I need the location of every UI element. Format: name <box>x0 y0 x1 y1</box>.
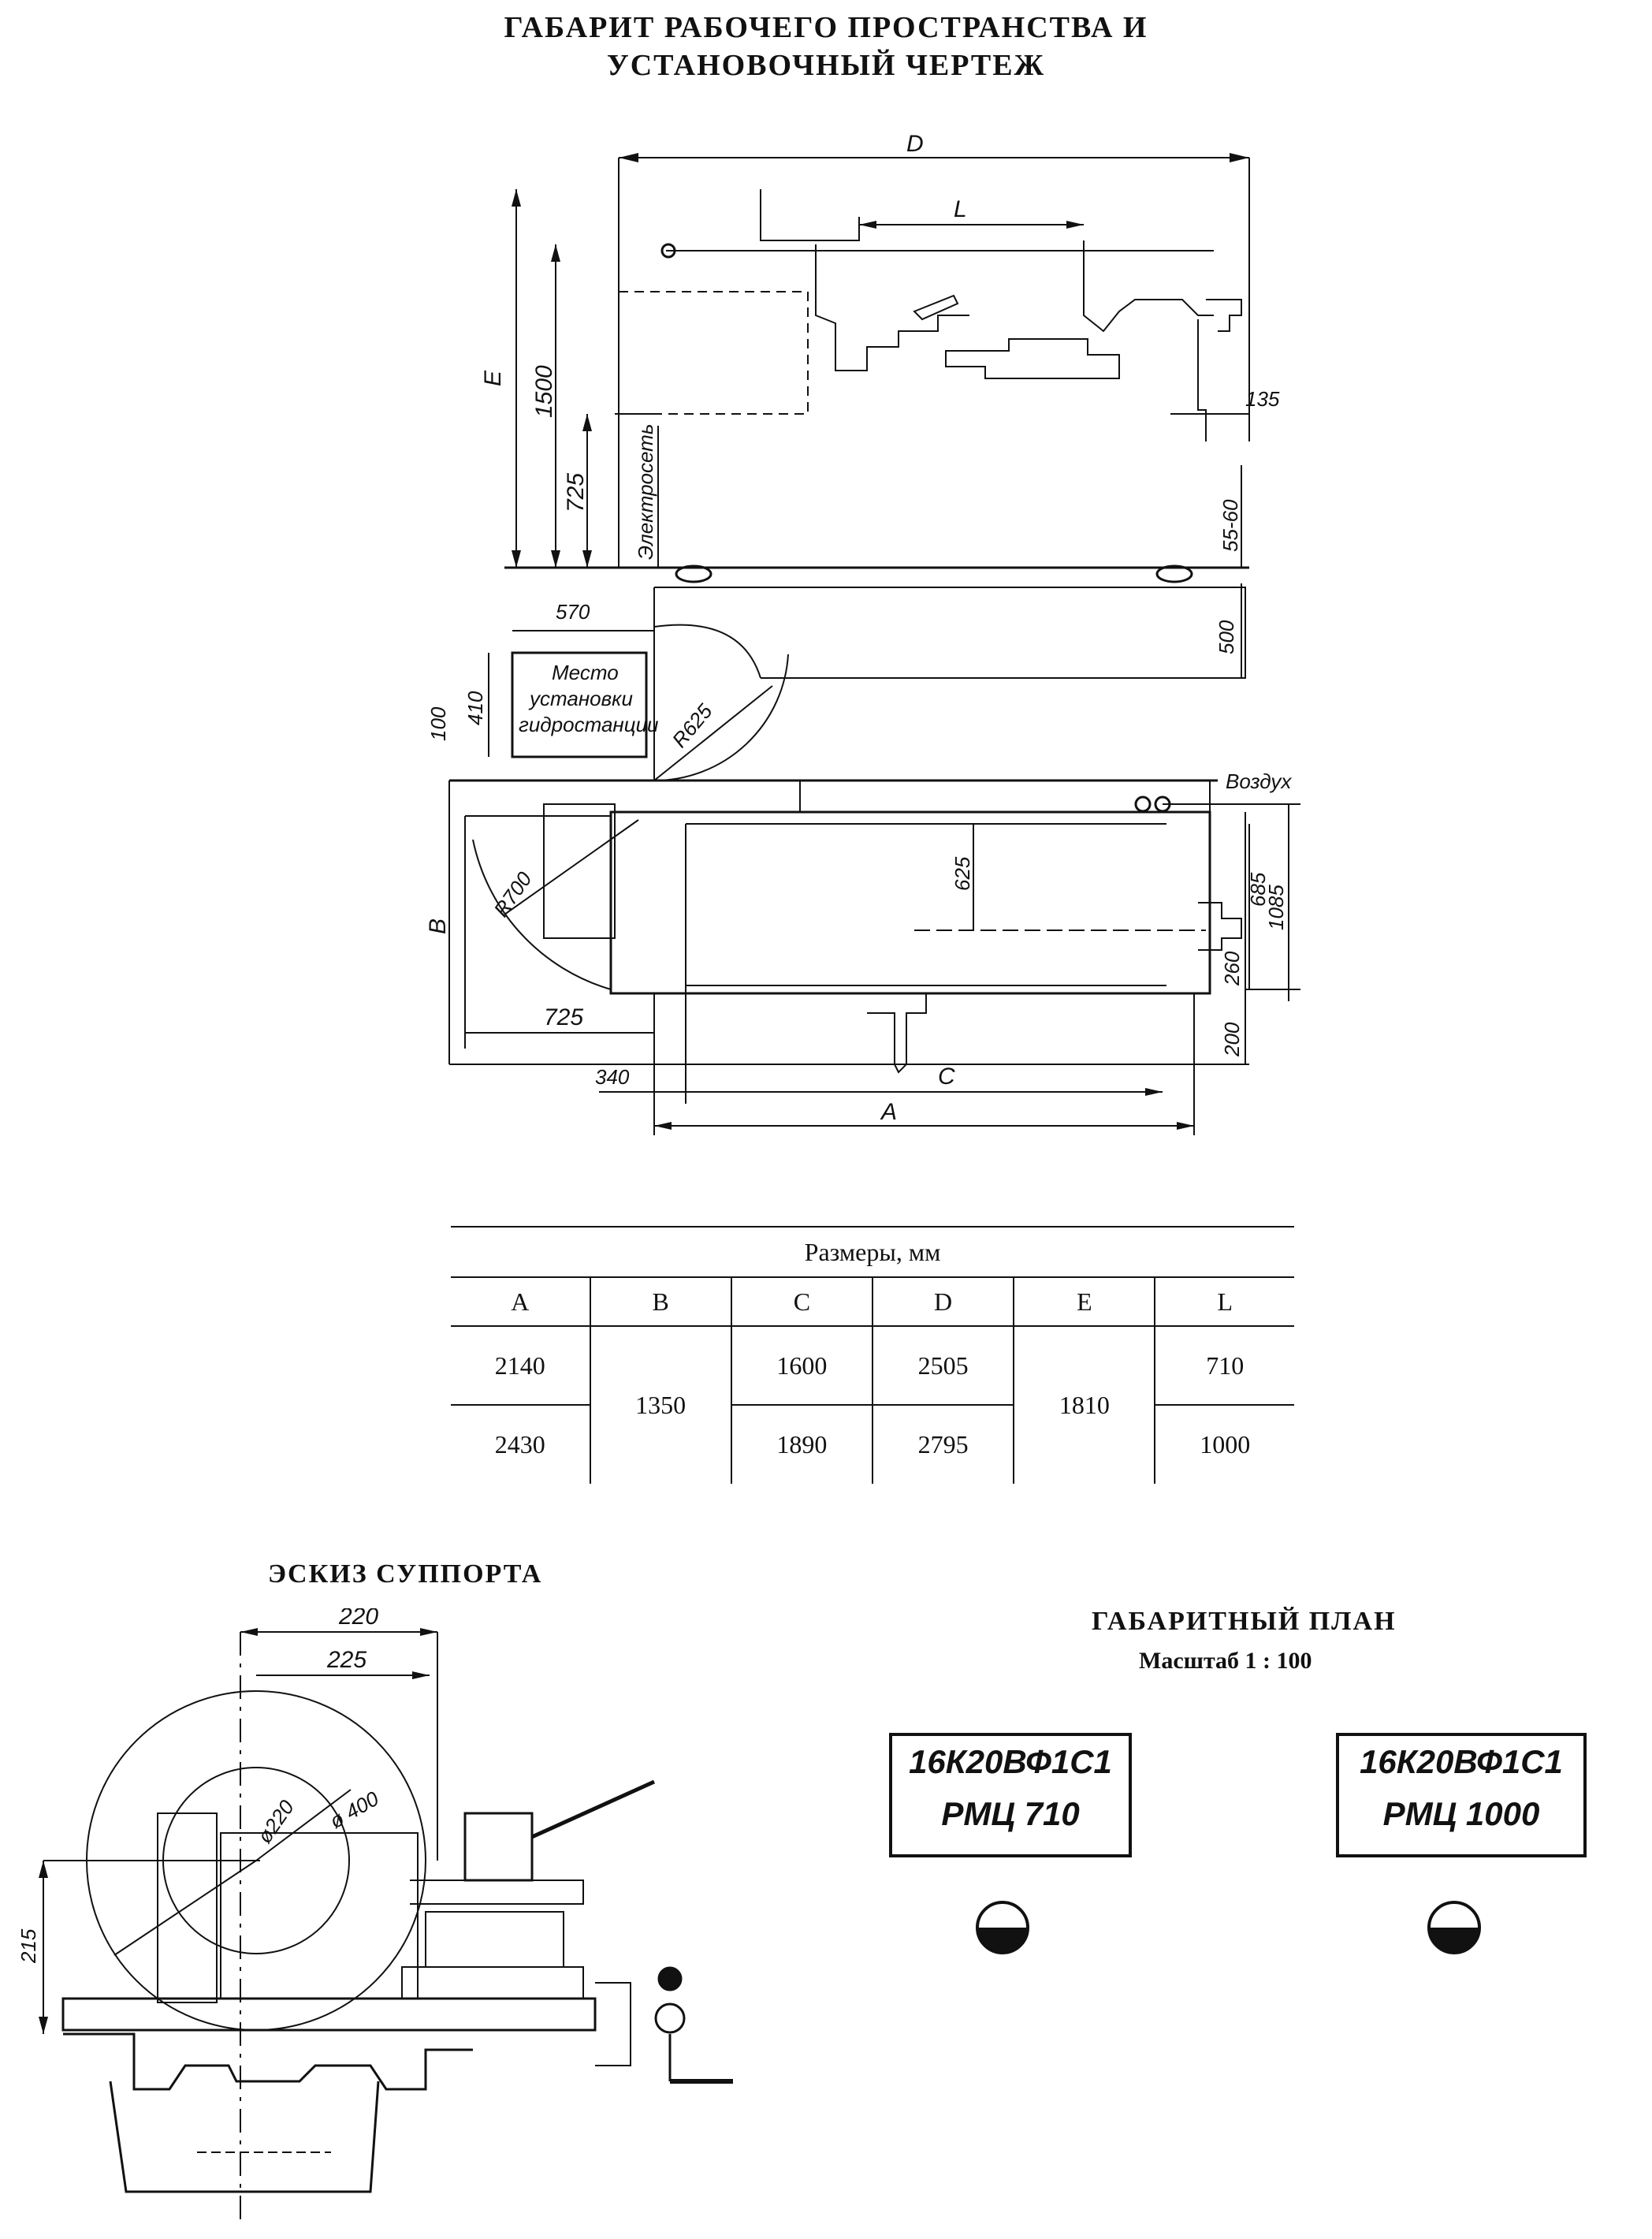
support-dia-400: ø 400 <box>326 1786 383 1833</box>
plan-scale: Масштаб 1 : 100 <box>1139 1648 1312 1674</box>
dim-340: 340 <box>595 1065 630 1089</box>
table-cell-L1: 710 <box>1155 1326 1294 1406</box>
bed-outline <box>609 810 1211 995</box>
dim-410: 410 <box>463 691 487 725</box>
plan-symbol-1000-icon <box>1427 1901 1481 1954</box>
dim-135: 135 <box>1245 387 1280 411</box>
dim-A: A <box>880 1099 897 1125</box>
dim-685: 685 <box>1246 872 1270 907</box>
support-dim-220: 220 <box>338 1608 378 1630</box>
support-dim-225: 225 <box>326 1647 366 1673</box>
air-inlet-icon <box>1134 795 1152 813</box>
dim-R625: R625 <box>668 699 717 752</box>
table-cell-A1: 2140 <box>451 1326 590 1406</box>
installation-drawing: D L E 1500 725 Электросеть 135 55-60 500… <box>425 131 1300 1135</box>
model-plate-1000-line2: РМЦ 1000 <box>1382 1795 1540 1832</box>
coolant-valve-icon <box>660 243 676 259</box>
plan-title: ГАБАРИТНЫЙ ПЛАН <box>1092 1607 1397 1636</box>
table-cell-B: 1350 <box>589 1326 732 1484</box>
model-plate-710-line1: 16К20ВФ1С1 <box>909 1743 1112 1780</box>
table-cell-C1: 1600 <box>731 1326 873 1406</box>
dim-L: L <box>954 196 967 222</box>
dim-R700: R700 <box>489 867 537 922</box>
hydro-label-3: гидростанции <box>519 713 659 736</box>
hydro-label-1: Место <box>552 661 619 684</box>
model-plate-1000: 16К20ВФ1С1 РМЦ 1000 <box>1336 1733 1587 1857</box>
hydro-label-2: установки <box>528 687 633 710</box>
table-cell-D2: 2795 <box>871 1405 1014 1484</box>
dim-260: 260 <box>1220 951 1244 986</box>
support-dim-215: 215 <box>17 1928 40 1964</box>
table-header-E: E <box>1013 1277 1155 1327</box>
foot-left-icon <box>675 564 713 583</box>
dim-1500: 1500 <box>531 365 557 418</box>
table-cell-L2: 1000 <box>1200 1430 1251 1459</box>
dim-1085: 1085 <box>1264 885 1288 930</box>
table-header-B: B <box>589 1277 731 1327</box>
table-cell-E: 1810 <box>1013 1326 1156 1484</box>
page-title-line1: ГАБАРИТ РАБОЧЕГО ПРОСТРАНСТВА И <box>504 11 1148 44</box>
dim-B: B <box>425 918 451 934</box>
model-plate-710-line2: РМЦ 710 <box>941 1795 1080 1832</box>
dial-knob-icon <box>657 1966 683 1991</box>
model-plate-1000-line1: 16К20ВФ1С1 <box>1360 1743 1563 1780</box>
page-title-line2: УСТАНОВОЧНЫЙ ЧЕРТЕЖ <box>606 49 1046 82</box>
dim-E: E <box>480 370 506 386</box>
support-dia-220: ø220 <box>252 1795 299 1847</box>
table-cell-A2: 2430 <box>494 1430 545 1459</box>
table-header-C: C <box>730 1277 873 1327</box>
dimensions-table: Размеры, мм A B C D E L 2140 1350 1600 2… <box>451 1226 1294 1484</box>
dim-200: 200 <box>1220 1022 1244 1057</box>
dim-D: D <box>906 131 924 157</box>
handwheel-icon <box>654 2002 686 2034</box>
cable-entry-label: Электросеть <box>634 423 657 560</box>
dim-C: C <box>938 1064 955 1090</box>
table-header-L: L <box>1154 1277 1294 1327</box>
plan-symbol-710-icon <box>976 1901 1029 1954</box>
table-header-D: D <box>871 1277 1014 1327</box>
dim-570: 570 <box>556 600 590 624</box>
dim-55-60: 55-60 <box>1219 499 1242 552</box>
support-sketch-title: ЭСКИЗ СУППОРТА <box>268 1559 543 1589</box>
table-caption: Размеры, мм <box>451 1226 1294 1278</box>
support-sketch: 220 225 ø220 ø 400 215 <box>17 1608 733 2223</box>
air-label: Воздух <box>1226 769 1292 793</box>
dim-625: 625 <box>951 856 974 891</box>
hydro-station-area <box>511 651 648 758</box>
dim-725-horizontal: 725 <box>544 1004 583 1030</box>
dim-725: 725 <box>563 473 589 512</box>
table-cell-C2: 1890 <box>776 1430 828 1459</box>
model-plate-710: 16К20ВФ1С1 РМЦ 710 <box>889 1733 1132 1857</box>
table-header-A: A <box>451 1277 590 1327</box>
foot-right-icon <box>1155 564 1193 583</box>
table-cell-D1: 2505 <box>871 1326 1014 1406</box>
dim-500: 500 <box>1215 620 1238 654</box>
dim-100: 100 <box>426 706 450 741</box>
